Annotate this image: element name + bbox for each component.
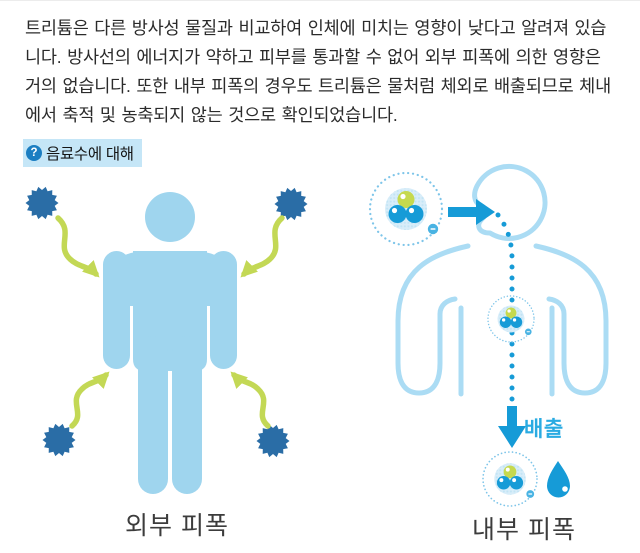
- internal-exposure-caption: 내부 피폭: [472, 516, 576, 544]
- water-drop-icon: [547, 461, 570, 498]
- radiation-particle-icon: [256, 424, 290, 458]
- person-outline: [395, 163, 609, 397]
- question-icon: ?: [26, 145, 42, 161]
- radiation-arrow-bottom-left: [69, 371, 110, 429]
- person-head-outline: [472, 163, 548, 241]
- drinking-water-link[interactable]: ? 음료수에 대해: [23, 139, 142, 167]
- discharge-label: 배출: [524, 418, 564, 441]
- tritium-atom-icon: [487, 295, 535, 343]
- radiation-arrow-top-right: [240, 215, 285, 278]
- person-head: [145, 192, 195, 242]
- person-right-arm-outline: [533, 243, 609, 396]
- person-right-arm: [210, 251, 237, 369]
- ingestion-arrow: [448, 199, 495, 225]
- person-left-arm-outline: [395, 243, 471, 396]
- person-left-leg: [138, 336, 168, 494]
- radiation-arrow-top-left: [55, 215, 100, 278]
- excretion-arrow: [498, 406, 526, 448]
- tritium-atom-icon: [368, 171, 444, 247]
- tritium-atom-icon: [482, 451, 538, 507]
- person-right-leg: [172, 336, 202, 494]
- radiation-particles: [25, 186, 308, 458]
- person-silhouette: [103, 192, 237, 494]
- internal-exposure-diagram: [368, 163, 609, 507]
- radiation-particle-icon: [25, 186, 59, 220]
- drinking-water-link-label: 음료수에 대해: [46, 146, 134, 163]
- external-exposure-diagram: [25, 186, 308, 494]
- external-exposure-caption: 외부 피폭: [125, 512, 229, 540]
- intro-text: 트리튬은 다른 방사성 물질과 비교하여 인체에 미치는 영향이 낮다고 알려져…: [25, 18, 611, 125]
- radiation-particle-icon: [42, 423, 76, 457]
- person-left-arm: [103, 251, 130, 369]
- radiation-particle-icon: [274, 187, 308, 221]
- radiation-arrows: [55, 215, 285, 429]
- tritium-atoms: [368, 171, 538, 507]
- radiation-arrow-bottom-right: [230, 371, 271, 429]
